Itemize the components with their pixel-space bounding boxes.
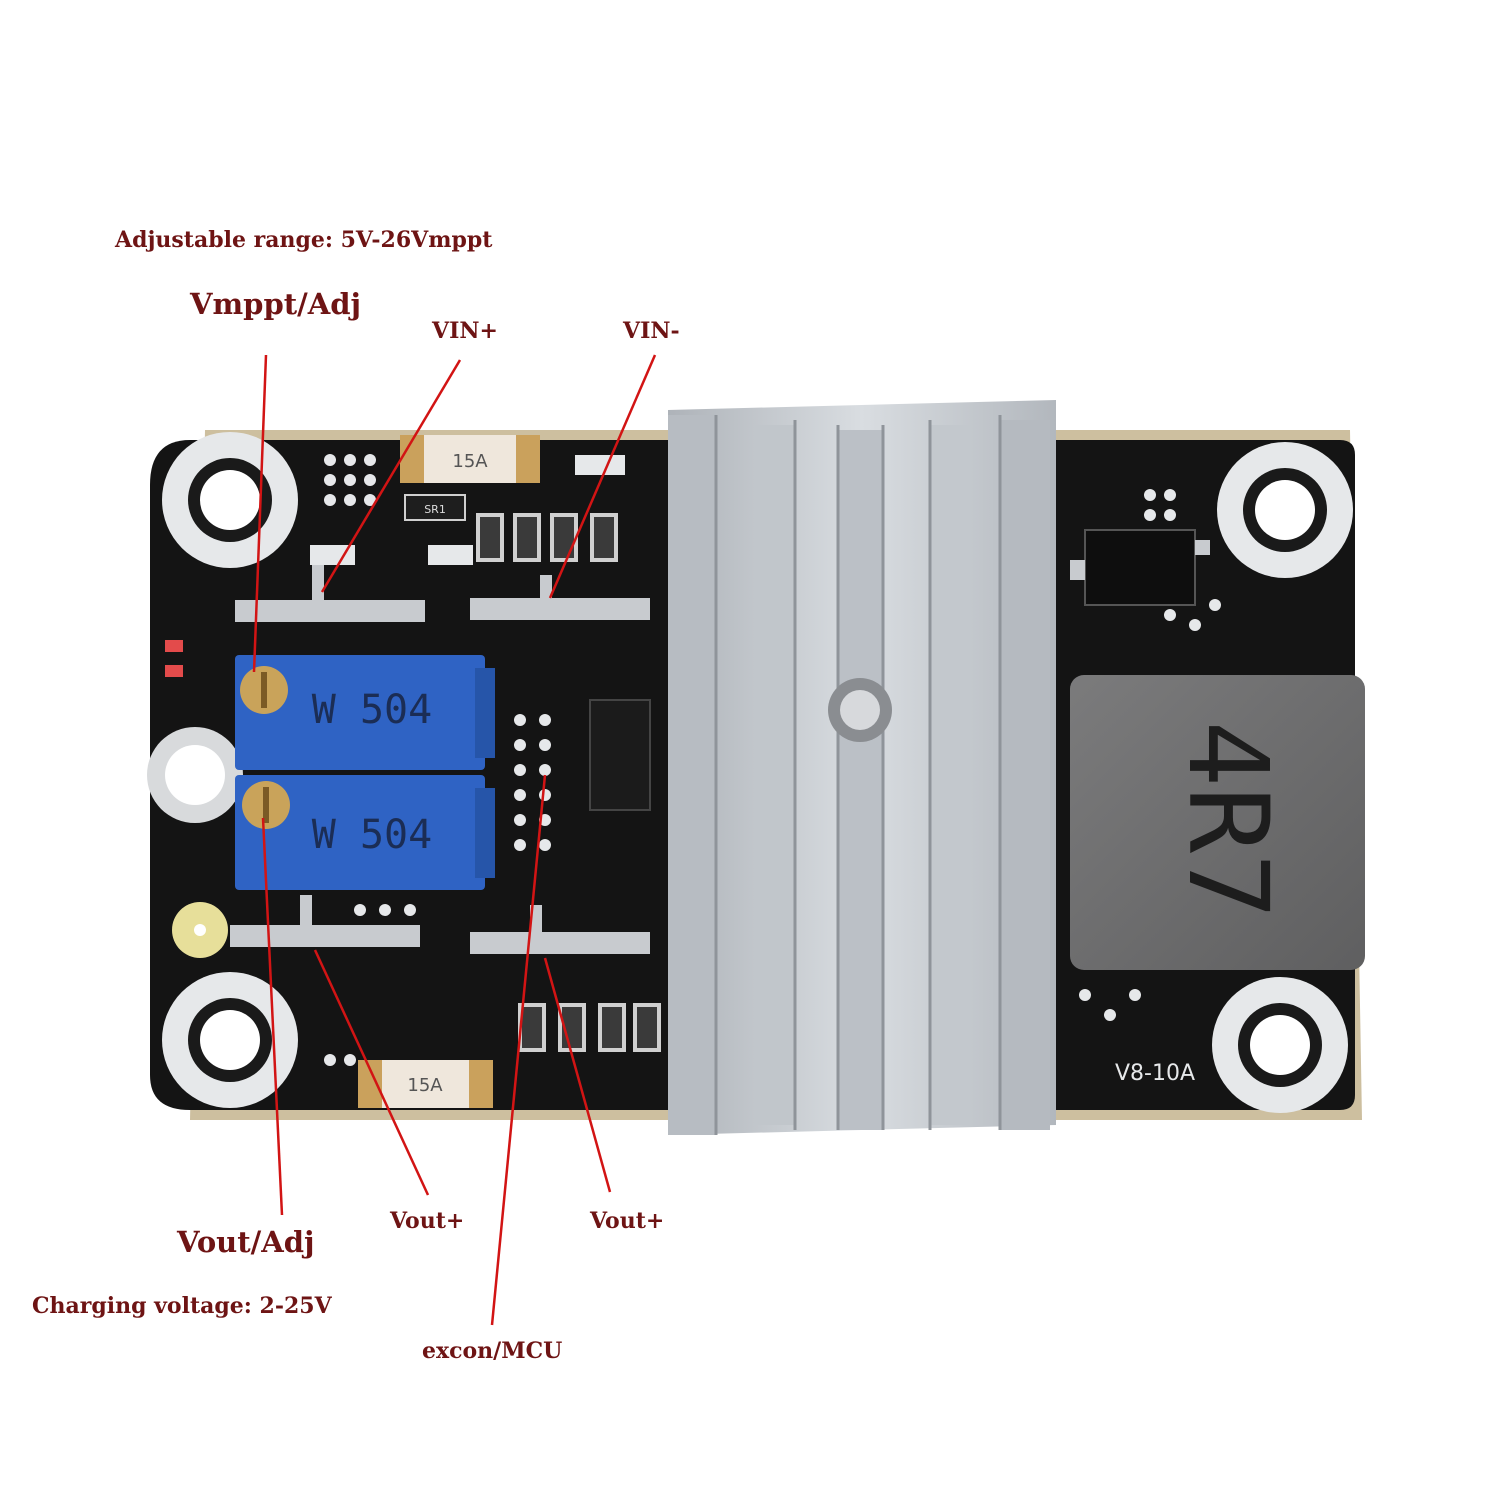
trimpot-top-label: W 504 [312,687,432,733]
leader-vout-plus-2 [543,957,612,1193]
leader-vout-plus-1 [313,949,430,1196]
smd-components [165,455,661,1052]
trimpot-bottom-label: W 504 [312,812,432,858]
mosfet-bottom-right [470,905,650,954]
leader-vin-plus [320,359,462,593]
mounting-hole-top-right [1217,442,1353,578]
diode-label: SR1 [424,503,446,516]
test-pad [172,902,228,958]
leader-lines [252,354,657,1326]
vin-plus-label: VIN+ [432,318,498,344]
trimpot-vout: W 504 [235,775,495,890]
heatsink [668,400,1056,1135]
adjustable-range-label: Adjustable range: 5V-26Vmppt [115,227,493,253]
diode-sr1: SR1 [404,494,466,521]
mounting-hole-bottom-left [162,972,298,1108]
leader-vout-adj [261,817,284,1216]
mosfet-bottom-left [230,895,420,947]
vout-plus-label-1: Vout+ [390,1208,465,1234]
chip-center [589,699,651,811]
vout-adj-label: Vout/Adj [177,1225,315,1259]
fuse-top: 15A [400,435,540,483]
fuse-top-label: 15A [452,451,488,472]
leader-vin-minus [548,354,657,599]
vout-plus-label-2: Vout+ [590,1208,665,1234]
vin-minus-label: VIN- [623,318,680,344]
leader-excon [490,774,547,1326]
inductor-label: 4R7 [1164,721,1292,920]
mounting-hole-bottom-right [1212,977,1348,1113]
inductor: 4R7 [1070,675,1365,970]
mounting-hole-top-left [162,432,298,568]
excon-mcu-label: excon/MCU [422,1338,563,1364]
vmppt-adj-label: Vmppt/Adj [190,287,361,321]
trimpot-vmppt: W 504 [235,655,495,770]
leader-vmppt [252,354,268,673]
ground-pad-left [147,727,243,823]
charging-voltage-label: Charging voltage: 2-25V [32,1293,332,1319]
fuse-bottom-label: 15A [407,1075,443,1096]
fuse-bottom: 15A [358,1060,493,1108]
silkscreen-version: V8-10A [1115,1061,1195,1086]
mosfet-top-left [235,565,425,622]
sot-component-right [1070,529,1210,606]
